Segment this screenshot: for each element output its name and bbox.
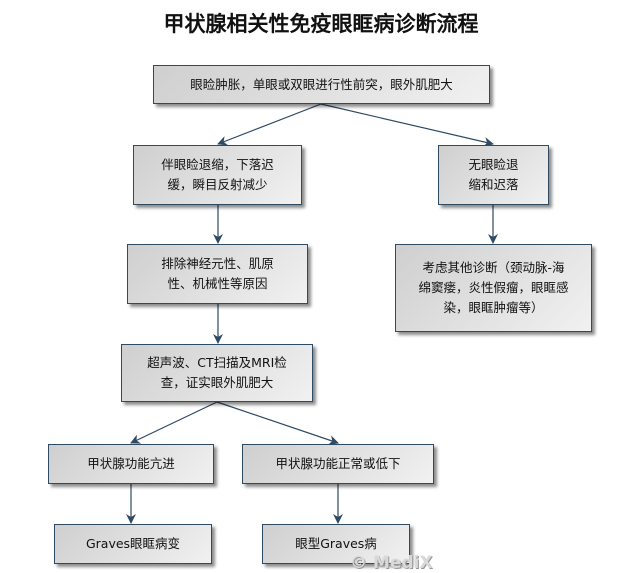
arrow-6-8 — [216, 401, 339, 445]
node-exclude-causes: 排除神经元性、肌原性、机械性等原因 — [127, 244, 308, 304]
node-symptoms: 眼睑肿胀，单眼或双眼进行性前突，眼外肌肥大 — [153, 65, 490, 104]
arrow-1-3 — [320, 103, 494, 147]
arrow-1-2 — [217, 103, 322, 146]
node-hyperthyroid: 甲状腺功能亢进 — [48, 444, 214, 484]
watermark: © MediX — [350, 553, 433, 573]
diagram-title: 甲状腺相关性免疫眼眶病诊断流程 — [163, 12, 479, 36]
node-other-diagnosis: 考虑其他诊断（颈动脉-海绵窦瘘，炎性假瘤，眼眶感染，眼眶肿瘤等） — [395, 244, 592, 332]
arrow-6-7 — [130, 401, 218, 444]
node-imaging: 超声波、CT扫描及MRI检查，证实眼外肌肥大 — [121, 344, 313, 402]
node-graves-orbitopathy: Graves眼眶病变 — [54, 524, 212, 564]
node-no-lid-retraction: 无眼睑退缩和迟落 — [438, 145, 549, 205]
node-ocular-graves: 眼型Graves病 — [262, 524, 410, 564]
node-euthyroid-hypothyroid: 甲状腺功能正常或低下 — [242, 444, 434, 484]
node-lid-retraction: 伴眼睑退缩，下落迟缓，瞬目反射减少 — [133, 145, 302, 205]
